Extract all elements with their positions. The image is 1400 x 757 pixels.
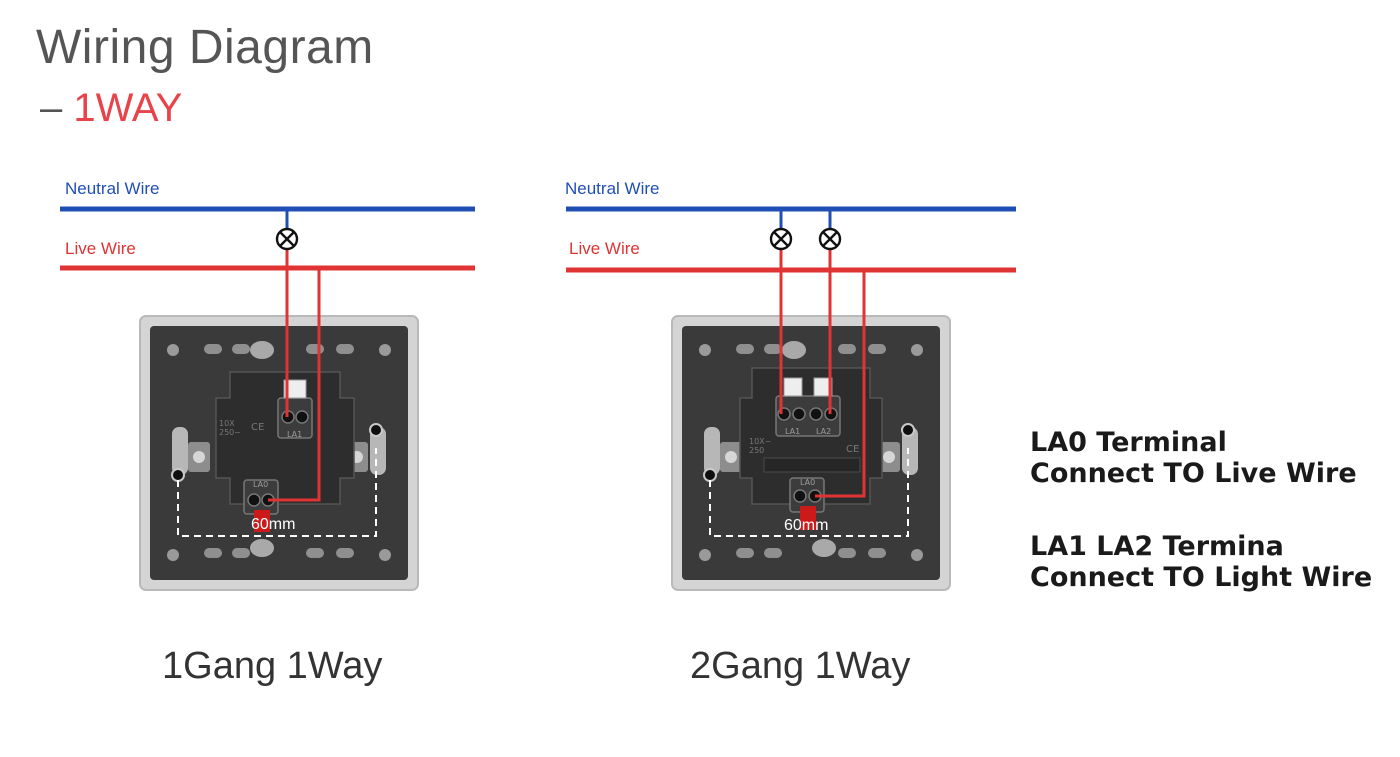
right-diagram: Neutral Wire Live Wire [565, 179, 1016, 591]
note-la1-la2-line1: LA1 LA2 Termina [1030, 531, 1284, 562]
right-live-label: Live Wire [569, 239, 640, 258]
svg-text:10X: 10X [219, 419, 235, 428]
lamp-icon [818, 227, 842, 251]
note-la1-la2-line2: Connect TO Light Wire [1030, 562, 1373, 593]
left-switch-body: 10X 250~ CE LA1 LA0 [139, 315, 419, 591]
left-caption: 1Gang 1Way [162, 645, 383, 687]
lamp-icon [769, 227, 793, 251]
right-terminal-la0: LA0 [800, 478, 815, 487]
right-neutral-label: Neutral Wire [565, 179, 659, 198]
note-la1-la2: LA1 LA2 Termina Connect TO Light Wire [1030, 531, 1372, 593]
left-terminal-la1: LA1 [287, 430, 302, 439]
note-la0: LA0 Terminal Connect TO Live Wire [1030, 427, 1357, 489]
subtitle-dash: – [40, 86, 63, 130]
right-terminal-la1: LA1 [785, 427, 800, 436]
subtitle-mode: 1WAY [73, 86, 183, 130]
right-caption: 2Gang 1Way [690, 645, 911, 687]
svg-text:250: 250 [749, 446, 764, 455]
left-diagram: Neutral Wire Live Wire [60, 179, 475, 591]
left-measurement: 60mm [251, 516, 295, 533]
svg-text:10X~: 10X~ [749, 437, 771, 446]
right-live-feed-wire [815, 272, 866, 498]
svg-text:CE: CE [846, 444, 859, 455]
note-la0-line1: LA0 Terminal [1030, 427, 1227, 458]
left-terminal-la0: LA0 [253, 480, 268, 489]
svg-text:CE: CE [251, 422, 264, 433]
left-live-label: Live Wire [65, 239, 136, 258]
left-live-feed-wire [268, 270, 321, 502]
right-measurement: 60mm [784, 517, 828, 534]
right-terminal-la2: LA2 [816, 427, 831, 436]
svg-text:250~: 250~ [219, 428, 241, 437]
page-subtitle: – 1WAY [40, 86, 182, 131]
page-title: Wiring Diagram [36, 21, 374, 74]
note-la0-line2: Connect TO Live Wire [1030, 458, 1357, 489]
right-switch-body: 10X~ 250 CE LA1 LA2 LA0 [671, 315, 951, 591]
lamp-icon [275, 227, 299, 251]
left-neutral-label: Neutral Wire [65, 179, 159, 198]
